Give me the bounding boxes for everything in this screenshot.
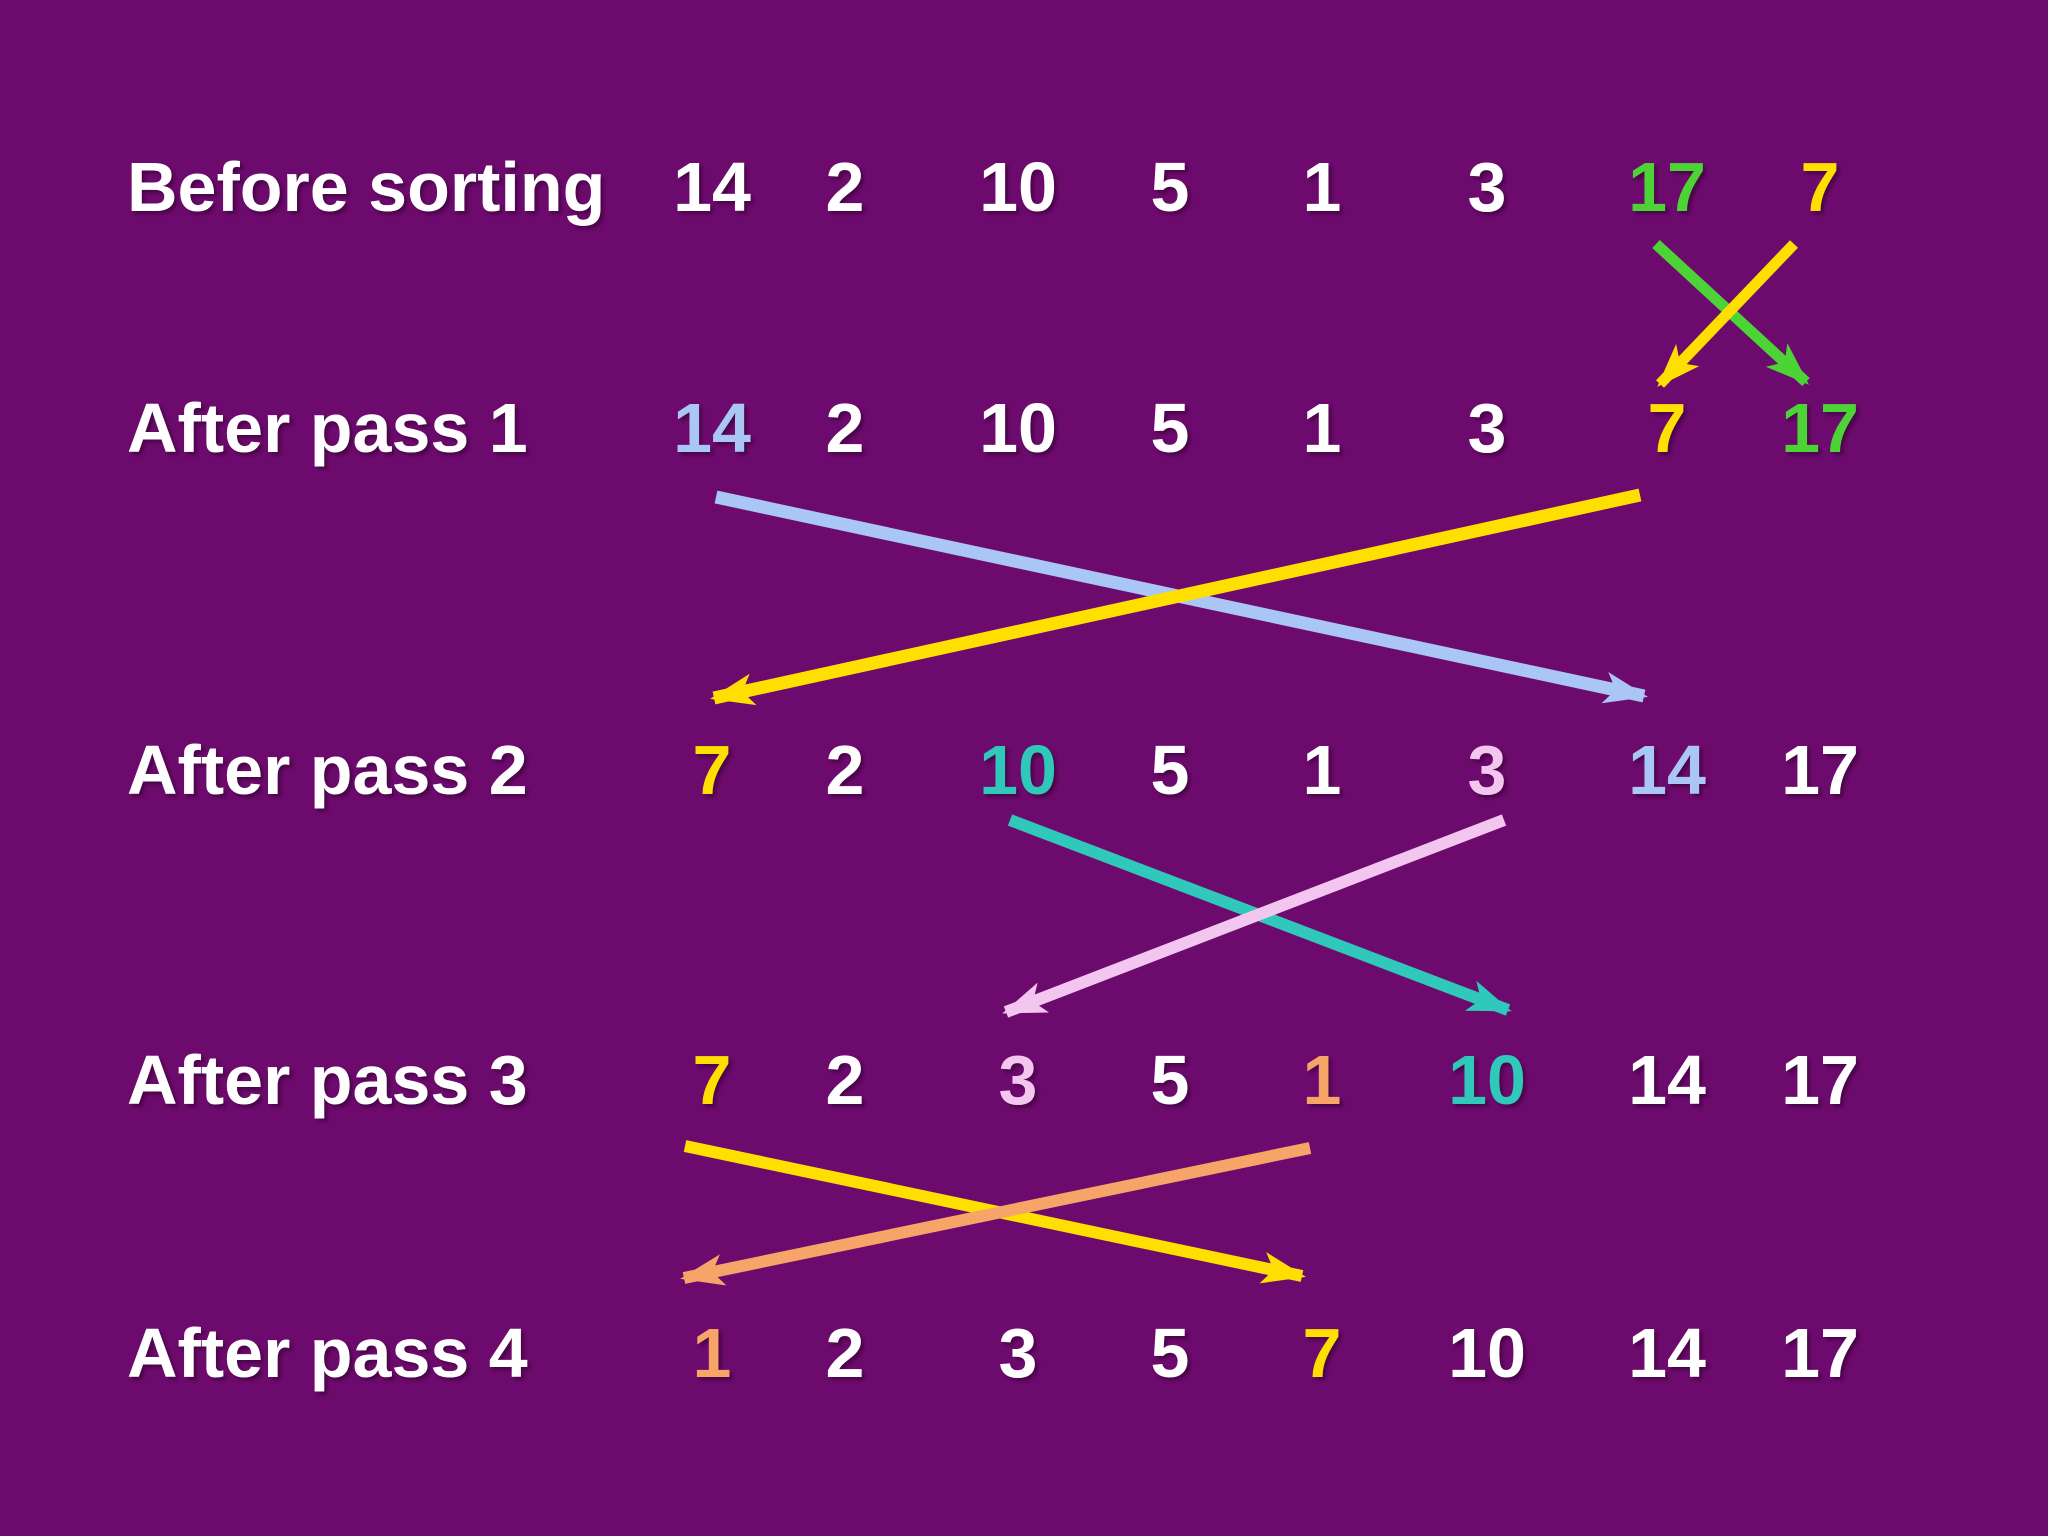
number-cell: 10 [979, 389, 1057, 467]
swap-arrow-7-down-left-icon [1656, 240, 1798, 388]
number-cell: 7 [1647, 389, 1687, 467]
number-cell: 7 [1302, 1314, 1342, 1392]
number-cell: 14 [1628, 1041, 1706, 1119]
number-cell: 2 [825, 731, 865, 809]
row-label: After pass 1 [127, 389, 528, 467]
row-after-pass-4: After pass 4 1 2 3 5 7 10 14 17 [0, 1318, 2048, 1388]
number-cell: 17 [1781, 389, 1859, 467]
number-cell: 1 [1302, 389, 1342, 467]
row-before-sorting: Before sorting 14 2 10 5 1 3 17 7 [0, 152, 2048, 222]
number-cell: 1 [1302, 731, 1342, 809]
number-cell: 10 [979, 148, 1057, 226]
number-cell: 2 [825, 148, 865, 226]
number-cell: 2 [825, 1314, 865, 1392]
number-cell: 1 [692, 1314, 732, 1392]
number-cell: 10 [1448, 1041, 1526, 1119]
number-cell: 5 [1150, 1314, 1190, 1392]
number-cell: 17 [1781, 731, 1859, 809]
number-cell: 2 [825, 1041, 865, 1119]
number-cell: 1 [1302, 148, 1342, 226]
number-cell: 10 [1448, 1314, 1526, 1392]
number-cell: 5 [1150, 148, 1190, 226]
row-after-pass-3: After pass 3 7 2 3 5 1 10 14 17 [0, 1045, 2048, 1115]
row-label: After pass 3 [127, 1041, 528, 1119]
number-cell: 17 [1628, 148, 1706, 226]
number-cell: 7 [692, 1041, 732, 1119]
number-cell: 17 [1781, 1314, 1859, 1392]
number-cell: 3 [1467, 389, 1507, 467]
number-cell: 3 [998, 1041, 1038, 1119]
number-cell: 3 [1467, 731, 1507, 809]
number-cell: 7 [692, 731, 732, 809]
swap-arrow-7-to-pos1-icon [710, 488, 1642, 706]
number-cell: 17 [1781, 1041, 1859, 1119]
number-cell: 1 [1302, 1041, 1342, 1119]
row-after-pass-2: After pass 2 7 2 10 5 1 3 14 17 [0, 735, 2048, 805]
swap-arrow-3-to-pos3-icon [1002, 814, 1507, 1018]
number-cell: 5 [1150, 731, 1190, 809]
number-cell: 14 [673, 148, 751, 226]
swap-arrow-1-to-pos1-icon [680, 1142, 1312, 1286]
number-cell: 5 [1150, 389, 1190, 467]
number-cell: 7 [1800, 148, 1840, 226]
number-cell: 14 [673, 389, 751, 467]
number-cell: 5 [1150, 1041, 1190, 1119]
row-label: After pass 2 [127, 731, 528, 809]
number-cell: 10 [979, 731, 1057, 809]
row-label: Before sorting [127, 148, 606, 226]
number-cell: 14 [1628, 1314, 1706, 1392]
number-cell: 3 [998, 1314, 1038, 1392]
number-cell: 2 [825, 389, 865, 467]
number-cell: 14 [1628, 731, 1706, 809]
row-label: After pass 4 [127, 1314, 528, 1392]
row-after-pass-1: After pass 1 14 2 10 5 1 3 7 17 [0, 393, 2048, 463]
number-cell: 3 [1467, 148, 1507, 226]
